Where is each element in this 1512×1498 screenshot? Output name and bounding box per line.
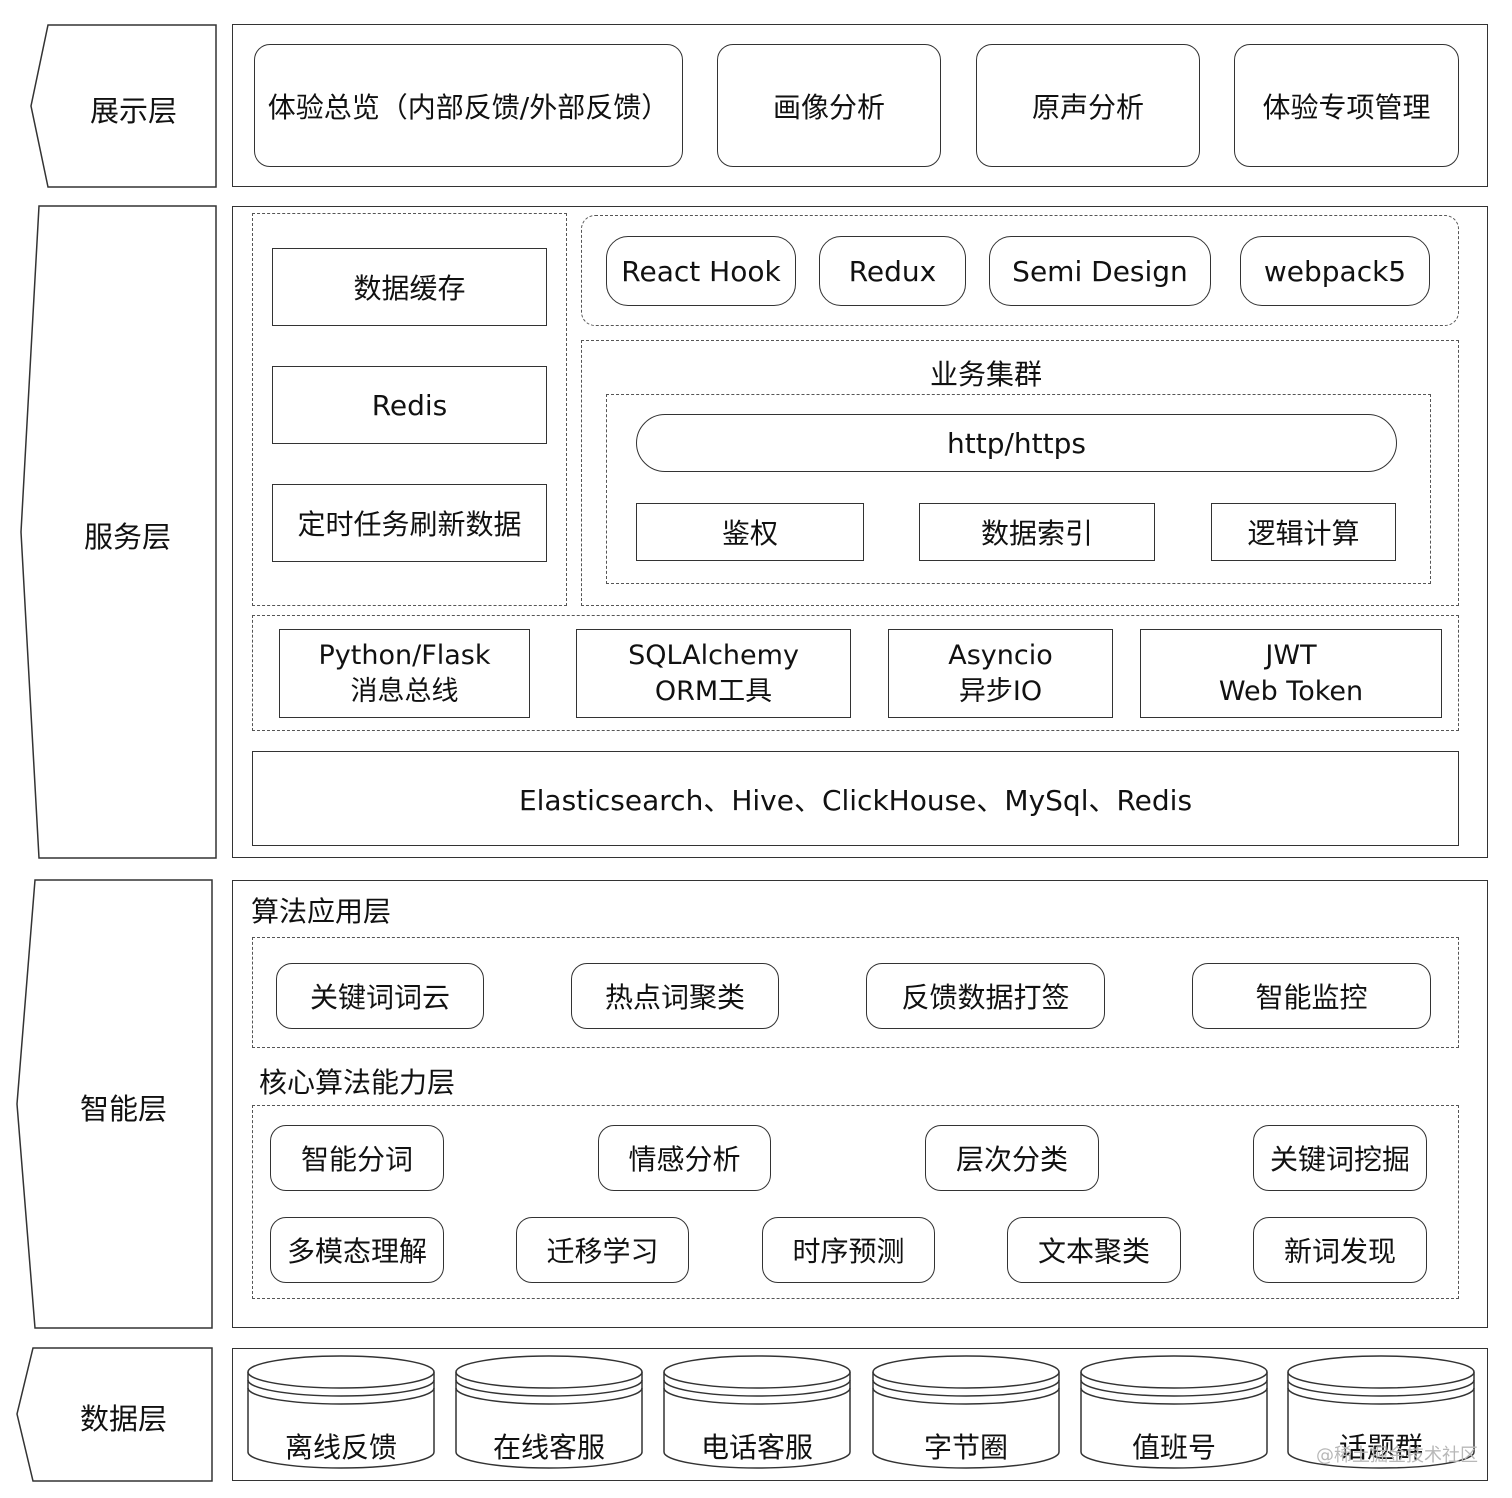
backend-asyncio-box: Asyncio 异步IO [888,629,1113,718]
algo-app-title: 算法应用层 [251,895,392,928]
cylinder-phone-service-shape [663,1355,851,1469]
algo-app-group [252,937,1459,1048]
core-multimodal: 多模态理解 [270,1217,444,1283]
app-smart-monitor: 智能监控 [1192,963,1431,1029]
layer-label-service: 服务层 [84,520,172,554]
data-source-phone-service: 电话客服 [700,1431,813,1464]
app-keyword-cloud: 关键词词云 [276,963,484,1029]
watermark-text: @稀土掘金技术社区 [1316,1445,1478,1466]
presentation-profile-box: 画像分析 [717,44,941,167]
core-new-word: 新词发现 [1253,1217,1427,1283]
layer-shape-service [20,205,217,859]
layer-shape-intelligence [16,879,213,1329]
backend-jwt-box: JWT Web Token [1140,629,1442,718]
backend-jwt-line2: Web Token [1218,675,1364,707]
business-cluster-inner [606,394,1431,584]
cylinder-offline-feedback-shape [247,1355,435,1469]
protocol-http-box: http/https [636,414,1397,472]
presentation-voice-box: 原声分析 [976,44,1200,167]
cache-group [252,213,567,606]
app-feedback-tagging: 反馈数据打签 [866,963,1105,1029]
core-algo-title: 核心算法能力层 [259,1066,456,1099]
backend-sqlalchemy-line2: ORM工具 [654,675,773,707]
cache-refresh-box: 定时任务刷新数据 [272,484,547,562]
cylinder-online-service-shape [455,1355,643,1469]
backend-sqlalchemy-line1: SQLAlchemy [628,639,799,671]
layer-label-presentation: 展示层 [90,94,178,128]
cache-data-box: 数据缓存 [272,248,547,326]
cylinder-byte-circle-shape [872,1355,1060,1469]
frontend-webpack: webpack5 [1240,236,1430,306]
frontend-react-hook: React Hook [606,236,796,306]
backend-sqlalchemy-box: SQLAlchemy ORM工具 [576,629,851,718]
presentation-overview-box: 体验总览（内部反馈/外部反馈） [254,44,683,167]
frontend-group [581,215,1459,326]
core-keyword-mining: 关键词挖掘 [1253,1125,1427,1191]
cluster-auth-box: 鉴权 [636,503,864,561]
data-source-offline-feedback: 离线反馈 [284,1431,397,1464]
data-cylinders [247,1355,1475,1469]
layer-shape-presentation [30,24,217,188]
frontend-semi-design: Semi Design [989,236,1211,306]
backend-python-line2: 消息总线 [350,675,459,707]
layer-label-shapes [16,24,217,1482]
layer-shape-data [16,1347,213,1482]
storage-box: Elasticsearch、Hive、ClickHouse、MySql、Redi… [252,751,1459,846]
frontend-redux: Redux [819,236,966,306]
business-cluster-group [581,340,1459,606]
cylinder-duty-account-shape [1080,1355,1268,1469]
backend-python-line1: Python/Flask [318,639,491,671]
backend-asyncio-line1: Asyncio [948,639,1053,671]
cluster-logic-box: 逻辑计算 [1211,503,1396,561]
data-source-byte-circle: 字节圈 [923,1431,1008,1464]
app-hotword-cluster: 热点词聚类 [571,963,779,1029]
cylinder-topic-group-shape [1287,1355,1475,1469]
data-source-online-service: 在线客服 [492,1431,605,1464]
core-hier-classify: 层次分类 [925,1125,1099,1191]
cache-redis-box: Redis [272,366,547,444]
backend-group [252,615,1459,731]
data-source-duty-account: 值班号 [1131,1431,1216,1464]
cluster-index-box: 数据索引 [919,503,1155,561]
core-segmentation: 智能分词 [270,1125,444,1191]
core-sentiment: 情感分析 [598,1125,771,1191]
business-cluster-title: 业务集群 [930,358,1043,391]
core-timeseries: 时序预测 [762,1217,935,1283]
backend-jwt-line1: JWT [1265,639,1317,671]
backend-python-box: Python/Flask 消息总线 [279,629,530,718]
core-text-cluster: 文本聚类 [1007,1217,1181,1283]
presentation-special-box: 体验专项管理 [1234,44,1459,167]
data-source-topic-group: 话题群 [1338,1431,1423,1464]
backend-asyncio-line2: 异步IO [958,675,1043,707]
layer-label-data: 数据层 [80,1402,168,1436]
layer-label-intelligence: 智能层 [80,1092,168,1126]
data-panel [232,1348,1488,1481]
core-transfer: 迁移学习 [516,1217,689,1283]
core-algo-group [252,1105,1459,1299]
